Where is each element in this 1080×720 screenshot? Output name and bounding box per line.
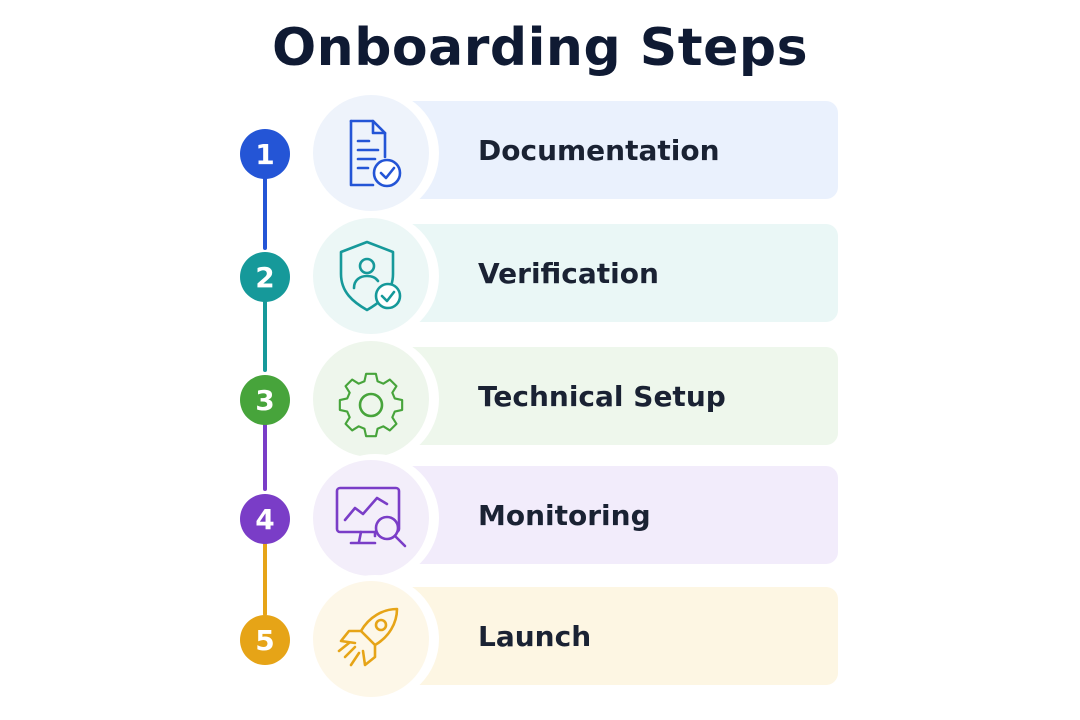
- step-number-badge: 4: [240, 494, 290, 544]
- step-documentation: 1 Documentation: [0, 95, 1080, 211]
- rocket-icon: [337, 607, 399, 667]
- step-card: [400, 347, 838, 445]
- step-label: Launch: [478, 620, 592, 653]
- page-title: Onboarding Steps: [271, 18, 809, 78]
- timeline-connector-1: [263, 170, 267, 250]
- timeline-connector-4: [263, 536, 267, 616]
- step-icon-circle: [313, 95, 429, 211]
- step-card: [400, 587, 838, 685]
- timeline-connector-3: [263, 416, 267, 491]
- step-card: [400, 101, 838, 199]
- step-icon-circle: [313, 460, 429, 576]
- step-launch: 5 Launch: [0, 581, 1080, 697]
- step-number-badge: 2: [240, 252, 290, 302]
- step-icon-circle: [313, 581, 429, 697]
- step-icon-circle: [313, 218, 429, 334]
- step-label: Technical Setup: [478, 380, 726, 413]
- gear-icon: [338, 372, 404, 438]
- timeline-connector-2: [263, 292, 267, 372]
- step-icon-circle: [313, 341, 429, 457]
- step-card: [400, 224, 838, 322]
- step-number-badge: 5: [240, 615, 290, 665]
- step-number-badge: 3: [240, 375, 290, 425]
- step-monitoring: 4 Monitoring: [0, 460, 1080, 576]
- monitor-chart-search-icon: [335, 486, 407, 548]
- step-label: Documentation: [478, 134, 720, 167]
- step-label: Verification: [478, 257, 659, 290]
- shield-user-check-icon: [339, 240, 402, 312]
- step-verification: 2 Verification: [0, 218, 1080, 334]
- step-card: [400, 466, 838, 564]
- step-label: Monitoring: [478, 499, 651, 532]
- document-check-icon: [349, 119, 402, 188]
- step-technical-setup: 3 Technical Setup: [0, 341, 1080, 457]
- step-number-badge: 1: [240, 129, 290, 179]
